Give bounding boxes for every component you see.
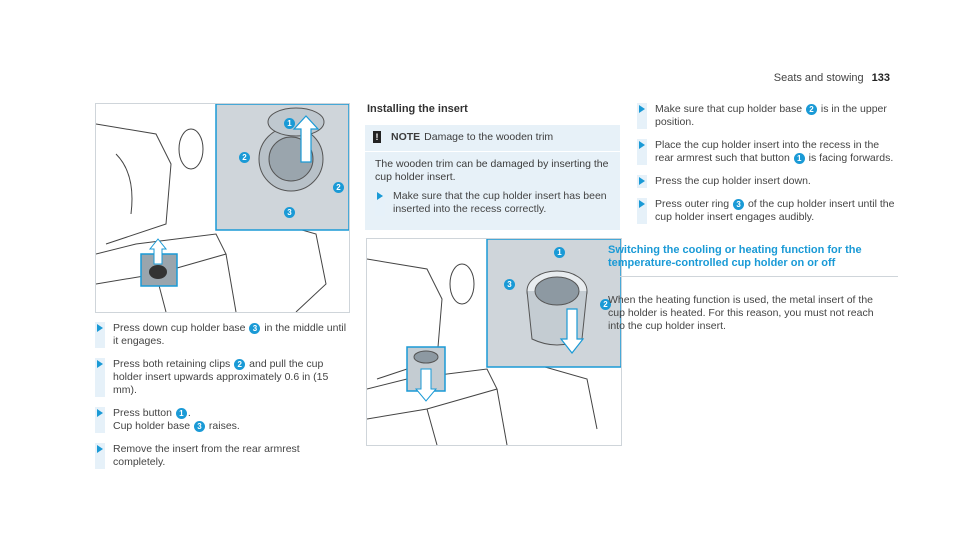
callout-badge: 2 xyxy=(333,182,344,193)
step-text: and pull the cup holder insert upwards a… xyxy=(113,358,329,396)
warning-icon: ! xyxy=(373,131,381,143)
step-1: Press down cup holder base 3 in the midd… xyxy=(95,322,350,348)
play-arrow-icon xyxy=(97,445,103,453)
callout-badge: 3 xyxy=(249,322,261,334)
callout-badge: 2 xyxy=(806,103,818,115)
step-text: Press the cup holder insert down. xyxy=(655,175,811,187)
step-1: Make sure that cup holder base 2 is in t… xyxy=(637,103,899,129)
step-text: Press button xyxy=(113,407,175,419)
step-2: Place the cup holder insert into the rec… xyxy=(637,139,899,165)
play-arrow-icon xyxy=(639,105,645,113)
callout-badge: 3 xyxy=(504,279,515,290)
step-text: . xyxy=(187,407,191,419)
step-text: raises. xyxy=(205,420,240,432)
note-step: Make sure that the cup holder insert has… xyxy=(375,190,610,216)
body-paragraph: When the heating function is used, the m… xyxy=(608,294,874,332)
figure-remove-insert: 1 2 2 3 xyxy=(95,103,350,313)
callout-badge: 3 xyxy=(733,198,745,210)
callout-badge: 1 xyxy=(554,247,565,258)
step-text: Place the cup holder insert into the rec… xyxy=(655,139,880,164)
note-label: NOTE xyxy=(391,131,421,143)
step-text: in the middle until it engages. xyxy=(113,322,347,347)
note-title: Damage to the wooden trim xyxy=(424,131,554,143)
play-arrow-icon xyxy=(97,360,103,368)
callout-badge: 2 xyxy=(600,299,611,310)
step-text: Make sure that the cup holder insert has… xyxy=(393,190,607,215)
note-body: The wooden trim can be damaged by insert… xyxy=(365,152,620,232)
step-4: Remove the insert from the rear armrest … xyxy=(95,443,350,469)
step-text: Press outer ring xyxy=(655,198,733,210)
step-text: of the cup holder insert until the cup h… xyxy=(655,198,895,223)
callout-badge: 3 xyxy=(193,420,205,432)
step-2: Press both retaining clips 2 and pull th… xyxy=(95,358,350,397)
step-text: Press both retaining clips xyxy=(113,358,234,370)
callout-badge: 2 xyxy=(234,358,246,370)
play-arrow-icon xyxy=(639,177,645,185)
step-4: Press outer ring 3 of the cup holder ins… xyxy=(637,198,899,224)
step-text: Make sure that cup holder base xyxy=(655,103,806,115)
callout-badge: 1 xyxy=(793,152,805,164)
callout-badge: 1 xyxy=(175,407,187,419)
figure-install-insert: 1 3 2 xyxy=(366,238,622,446)
callout-badge: 3 xyxy=(284,207,295,218)
step-3: Press button 1. Cup holder base 3 raises… xyxy=(95,407,350,433)
callout-badge: 2 xyxy=(239,152,250,163)
step-text: Press down cup holder base xyxy=(113,322,249,334)
step-3: Press the cup holder insert down. xyxy=(637,175,899,188)
play-arrow-icon xyxy=(639,141,645,149)
right-steps: Make sure that cup holder base 2 is in t… xyxy=(637,103,899,234)
callout-badge: 1 xyxy=(284,118,295,129)
note-text: The wooden trim can be damaged by insert… xyxy=(375,158,609,183)
play-arrow-icon xyxy=(639,200,645,208)
subsection-heading: Switching the cooling or heating functio… xyxy=(608,244,898,277)
step-text: is in the upper position. xyxy=(655,103,887,128)
section-title: Seats and stowing xyxy=(773,72,864,84)
page-number: 133 xyxy=(871,72,890,84)
section-heading: Installing the insert xyxy=(367,103,468,115)
step-text: Remove the insert from the rear armrest … xyxy=(113,443,300,468)
left-steps: Press down cup holder base 3 in the midd… xyxy=(95,322,350,479)
play-arrow-icon xyxy=(97,324,103,332)
play-arrow-icon xyxy=(97,409,103,417)
step-text: Cup holder base xyxy=(113,420,193,432)
page-header: Seats and stowing 133 xyxy=(774,72,890,84)
step-text: is facing forwards. xyxy=(805,152,894,164)
play-arrow-icon xyxy=(377,192,383,200)
